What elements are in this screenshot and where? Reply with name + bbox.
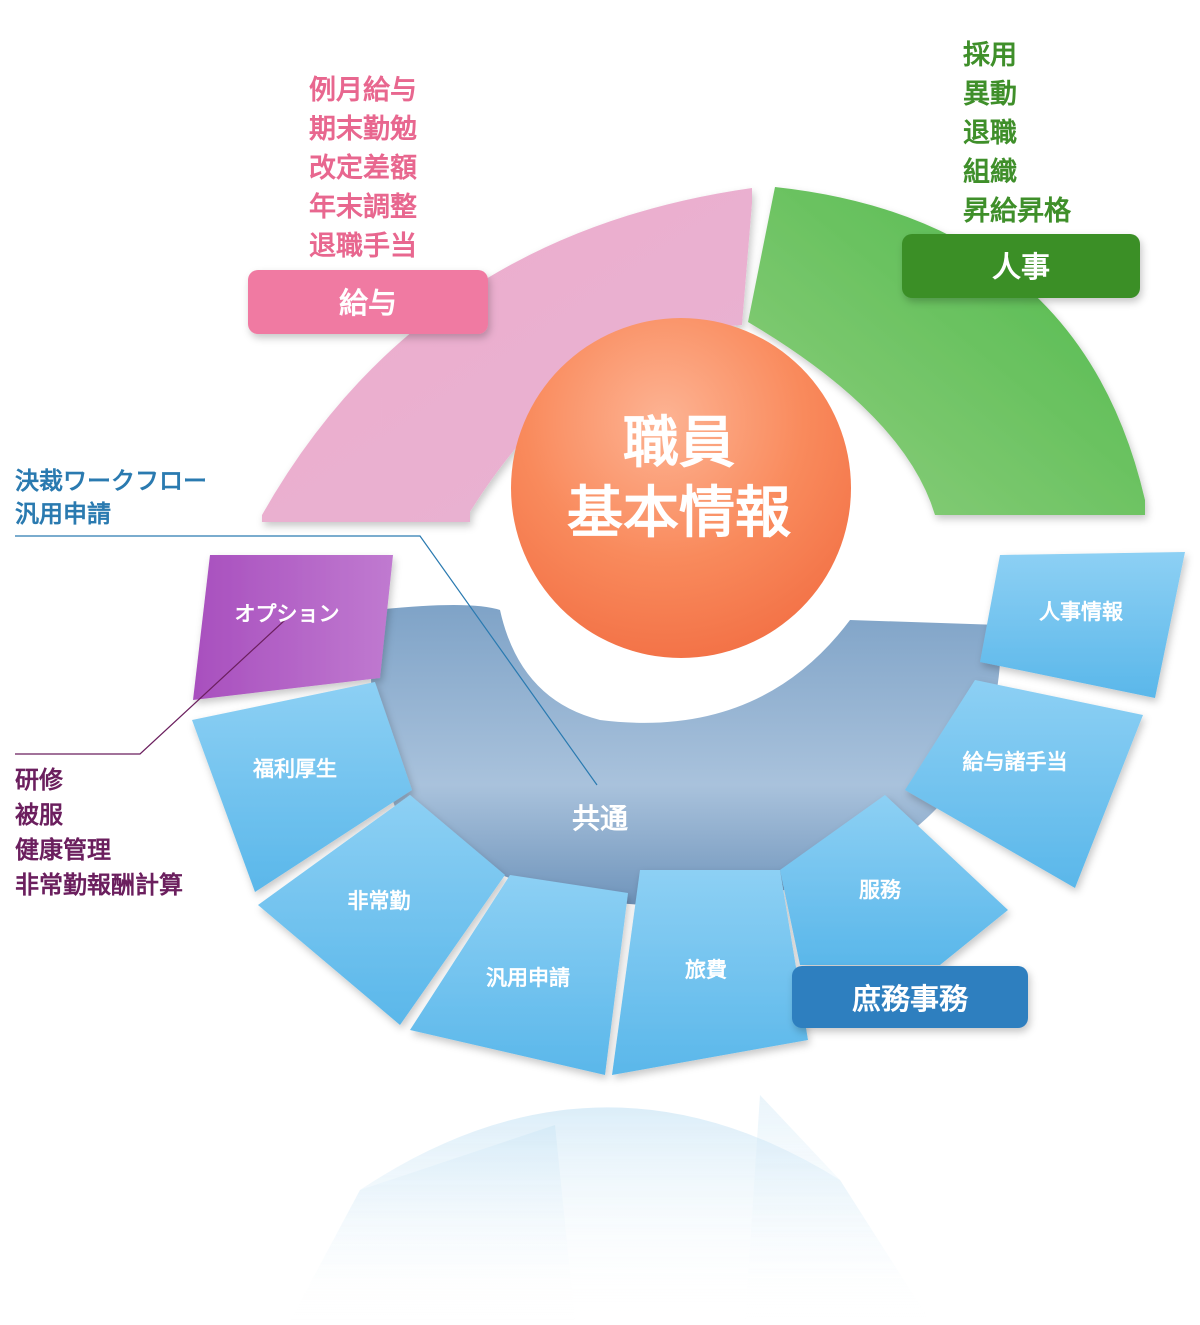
center-title-line2: 基本情報 (567, 481, 791, 546)
common-label: 共通 (572, 802, 628, 835)
option-item: 非常勤報酬計算 (15, 871, 183, 899)
personnel-item: 昇給昇格 (963, 195, 1072, 227)
general-affairs-badge-label: 庶務事務 (852, 982, 969, 1016)
tile-label: 人事情報 (1039, 600, 1124, 624)
salary-item: 退職手当 (309, 231, 417, 262)
salary-item: 改定差額 (309, 152, 417, 184)
option-item: 被服 (15, 801, 64, 829)
personnel-item: 退職 (963, 118, 1017, 149)
workflow-item: 決裁ワークフロー (15, 467, 207, 495)
personnel-item: 組織 (963, 156, 1017, 188)
option-item: 健康管理 (15, 836, 111, 864)
center-title-line1: 職員 (623, 411, 735, 476)
tile-label: 汎用申請 (486, 966, 570, 990)
salary-badge-label: 給与 (339, 286, 397, 320)
tile-label: 福利厚生 (252, 757, 337, 781)
tile-label: 非常勤 (348, 889, 411, 913)
option-tile-label: オプション (235, 602, 340, 626)
personnel-badge-label: 人事 (992, 250, 1050, 284)
tile-label: 給与諸手当 (963, 750, 1068, 774)
salary-item: 例月給与 (309, 74, 417, 106)
personnel-item: 採用 (963, 40, 1017, 71)
tile-label: 服務 (859, 878, 902, 902)
salary-item: 期末勤勉 (309, 114, 417, 145)
tile-jinji-joho[interactable] (980, 552, 1185, 698)
tile-label: 旅費 (685, 958, 727, 982)
personnel-item: 異動 (963, 79, 1017, 110)
option-item: 研修 (15, 766, 64, 794)
workflow-item: 汎用申請 (15, 500, 111, 528)
option-tile[interactable] (193, 555, 393, 700)
salary-item: 年末調整 (309, 191, 417, 223)
wheel-reflection (290, 1095, 930, 1321)
